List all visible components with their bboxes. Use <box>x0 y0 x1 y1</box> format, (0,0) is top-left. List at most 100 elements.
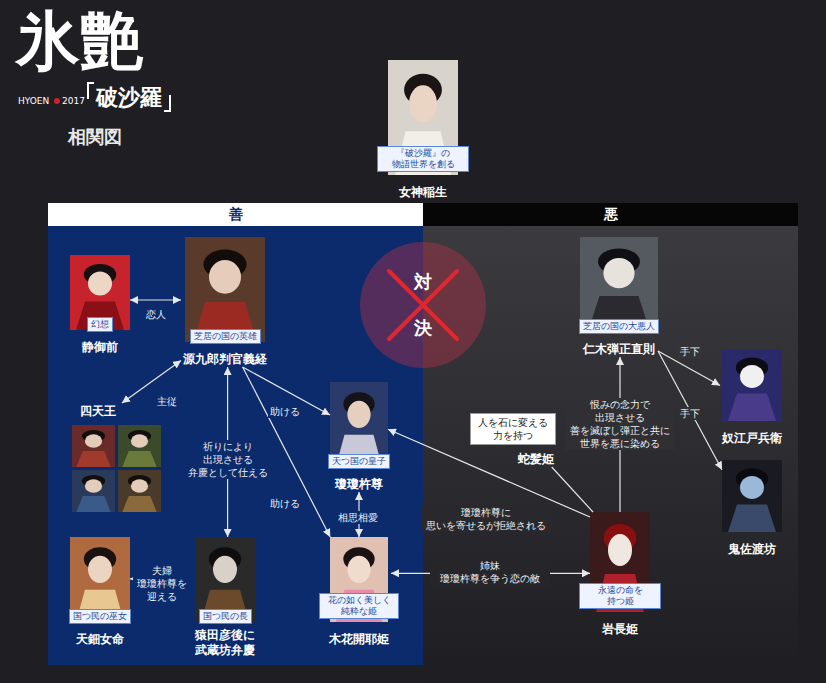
name-row: 奴江戸兵衛 <box>700 427 804 446</box>
role-tag: 幻想 <box>87 317 113 332</box>
role-tag: 芝居の国の大悪人 <box>579 319 659 334</box>
name-row: 女神稲生 <box>368 181 478 200</box>
relation-label: 姉妹 瓊瓊杵尊を争う恋の敵 <box>430 559 550 585</box>
photo-frame <box>722 460 782 532</box>
character-card: 国つ民の巫女天鈿女命 <box>70 537 130 647</box>
portrait <box>722 460 782 532</box>
faction-panel: 善幻想静御前芝居の国の英雄源九郎判官義経四天王天つ国の皇子瓊瓊杵尊国つ民の巫女天… <box>48 203 423 665</box>
character-name: 女神稲生 <box>399 185 447 200</box>
relation-label: 手下 <box>678 407 702 420</box>
relation-line <box>130 299 181 300</box>
character-card: 天つ国の皇子瓊瓊杵尊 <box>330 382 388 492</box>
portrait <box>118 470 161 512</box>
relation-label: 助ける <box>268 405 302 418</box>
tag-row: 国つ民の巫女 <box>50 604 150 624</box>
versus-disc <box>360 242 486 368</box>
character-name: 木花開耶姫 <box>329 632 389 647</box>
character-name: 蛇髪姫 <box>518 452 554 467</box>
name-row: 仁木弾正直則 <box>560 338 678 357</box>
relation-label: 瓊瓊杵尊に 思いを寄せるが拒絶される <box>421 506 551 532</box>
role-tag: 芝居の国の英雄 <box>190 329 261 344</box>
portrait <box>185 237 265 342</box>
name-row: 瓊瓊杵尊 <box>310 473 408 492</box>
tag-row: 花の如く美しく 純粋な姫 <box>307 593 411 619</box>
portrait <box>118 425 161 467</box>
relation-label: 主従 <box>155 395 179 408</box>
photo-frame <box>720 349 784 421</box>
role-tag: 天つ国の皇子 <box>328 454 390 469</box>
relation-label: 手下 <box>678 345 702 358</box>
role-tag: 国つ民の巫女 <box>69 609 131 624</box>
character-name: 天鈿女命 <box>76 632 124 647</box>
panel-heading: 善 <box>48 203 423 226</box>
relation-label: 恋人 <box>144 308 168 321</box>
role-tag: 永遠の命を 持つ姫 <box>579 583 661 609</box>
tag-row: 天つ国の皇子 <box>310 449 408 469</box>
tag-row: 芝居の国の英雄 <box>161 324 289 344</box>
character-name: 猿田彦後に 武蔵坊弁慶 <box>187 628 263 658</box>
relation-label-box: 姉妹 瓊瓊杵尊を争う恋の敵 <box>430 559 550 586</box>
portrait <box>72 470 115 512</box>
relation-line <box>552 467 593 512</box>
character-name: 仁木弾正直則 <box>583 342 655 357</box>
relation-label: 助ける <box>268 497 302 510</box>
character-card: 国つ民の長猿田彦後に 武蔵坊弁慶 <box>185 537 265 658</box>
logo-text: HYOEN <box>18 96 49 106</box>
role-tag: 国つ民の長 <box>199 609 252 624</box>
name-row: 静御前 <box>50 336 150 355</box>
name-row: 猿田彦後に 武蔵坊弁慶 <box>165 628 285 658</box>
character-name: 奴江戸兵衛 <box>722 431 782 446</box>
chart-title: 相関図 <box>68 126 122 148</box>
relation-label-box: 主従 <box>152 390 182 409</box>
panel-heading: 悪 <box>423 203 798 226</box>
character-card: 鬼佐渡坊 <box>722 460 782 557</box>
character-card: 幻想静御前 <box>70 255 130 355</box>
character-card: 奴江戸兵衛 <box>720 349 784 446</box>
character-card: 芝居の国の大悪人仁木弾正直則 <box>580 237 658 357</box>
character-name: 瓊瓊杵尊 <box>335 477 383 492</box>
character-card: 『破沙羅』の 物語世界を創る女神稲生 <box>388 60 458 200</box>
photo-frame <box>580 237 658 332</box>
relation-label-box: 瓊瓊杵尊に 思いを寄せるが拒絶される <box>421 506 551 533</box>
relation-label-box: 恨みの念力で 出現させる 善を滅ぼし弾正と共に 世界を悪に染める <box>566 398 674 451</box>
role-tag: 『破沙羅』の 物語世界を創る <box>377 146 469 172</box>
character-name: 源九郎判官義経 <box>183 352 267 367</box>
tag-row: 芝居の国の大悪人 <box>560 314 678 334</box>
relation-label-box: 助ける <box>268 492 302 511</box>
relation-label-box: 夫婦 瓊瓊杵尊を 迎える <box>133 564 191 604</box>
tag-row: 幻想 <box>50 312 150 332</box>
portrait <box>722 349 782 421</box>
logo-text: 氷艶 <box>16 2 144 80</box>
relation-label-box: 祈りにより 出現させる 弁慶として仕える <box>184 440 272 480</box>
name-row: 源九郎判官義経 <box>161 348 289 367</box>
character-name: 岩長姫 <box>602 622 638 637</box>
relation-label: 恨みの念力で 出現させる 善を滅ぼし弾正と共に 世界を悪に染める <box>566 398 674 450</box>
name-row: 岩長姫 <box>570 618 670 637</box>
relation-label-box: 恋人 <box>141 303 171 322</box>
name-row: 木花開耶姫 <box>307 628 411 647</box>
relation-label: 夫婦 瓊瓊杵尊を 迎える <box>133 564 191 603</box>
character-card: 花の如く美しく 純粋な姫木花開耶姫 <box>327 537 391 647</box>
logo-dot <box>54 98 60 104</box>
name-row: 蛇髪姫 <box>470 448 556 467</box>
character-card: 芝居の国の英雄源九郎判官義経 <box>181 237 269 367</box>
good-header-bar <box>48 203 423 226</box>
evil-header-bar <box>423 203 798 226</box>
relation-label-box: 助ける <box>268 400 302 419</box>
logo-marks <box>88 83 170 111</box>
relation-label-box: 手下 <box>676 340 704 359</box>
logo-text: 破沙羅 <box>96 84 162 110</box>
tag-row: 国つ民の長 <box>165 604 285 624</box>
character-name: 鬼佐渡坊 <box>728 542 776 557</box>
relation-label-box: 手下 <box>676 402 704 421</box>
logo-text: 2017 <box>62 96 85 106</box>
photo-frame <box>181 237 269 342</box>
role-tag: 花の如く美しく 純粋な姫 <box>319 593 399 619</box>
group-card: 四天王 <box>68 403 166 519</box>
character-name: 静御前 <box>82 340 118 355</box>
relation-label: 祈りにより 出現させる 弁慶として仕える <box>184 440 272 479</box>
group-name: 四天王 <box>68 403 166 419</box>
tag-row: 永遠の命を 持つ姫 <box>570 583 670 609</box>
